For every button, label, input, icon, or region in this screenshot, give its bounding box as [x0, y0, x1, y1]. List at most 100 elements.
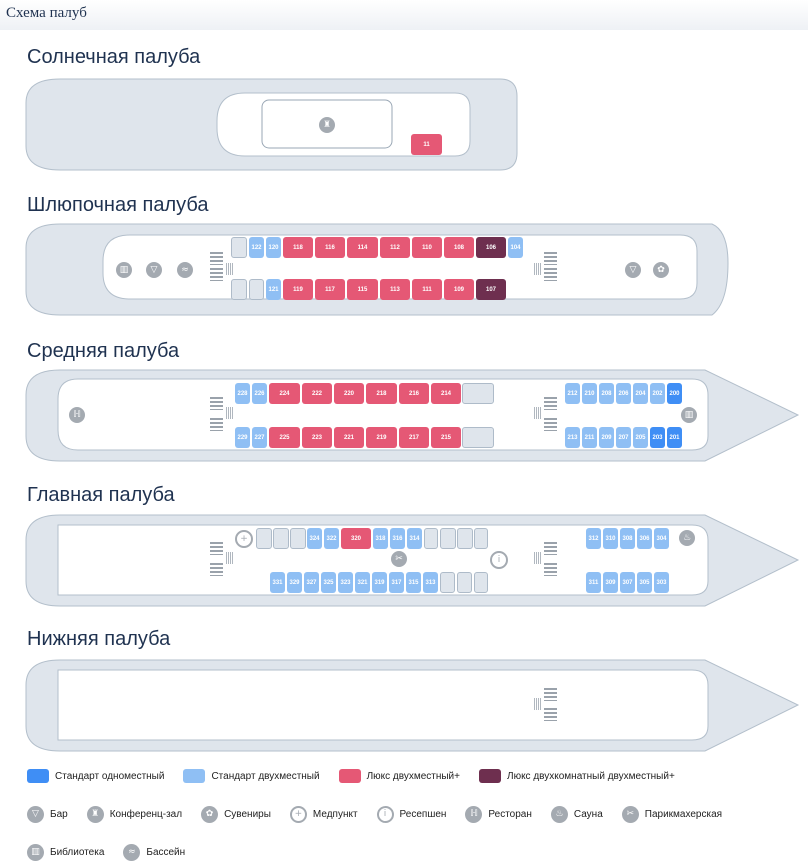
cabin-316[interactable]: 316 [390, 528, 405, 549]
cabin-216[interactable]: 216 [399, 383, 429, 404]
cabin-331[interactable]: 331 [270, 572, 285, 593]
cabin-202[interactable]: 202 [650, 383, 665, 404]
sauna-icon[interactable]: ♨ [679, 530, 695, 546]
cabin-211[interactable]: 211 [582, 427, 597, 448]
cabin-217[interactable]: 217 [399, 427, 429, 448]
cabin-312[interactable]: 312 [586, 528, 601, 549]
cabin-314[interactable]: 314 [407, 528, 422, 549]
cabin-121[interactable]: 121 [266, 279, 281, 300]
cabin-213[interactable]: 213 [565, 427, 580, 448]
legend-categories: Стандарт одноместный Стандарт двухместны… [27, 769, 694, 783]
cabin-329[interactable]: 329 [287, 572, 302, 593]
stairs-icon [210, 418, 223, 431]
cabin-319[interactable]: 319 [372, 572, 387, 593]
cabin-106[interactable]: 106 [476, 237, 506, 258]
cabin-303[interactable]: 303 [654, 572, 669, 593]
pool-icon[interactable]: ≈ [177, 262, 193, 278]
cabin-308[interactable]: 308 [620, 528, 635, 549]
cabin-221[interactable]: 221 [334, 427, 364, 448]
cabin-325[interactable]: 325 [321, 572, 336, 593]
cabin-209[interactable]: 209 [599, 427, 614, 448]
cabin-200[interactable]: 200 [667, 383, 682, 404]
cabin-116[interactable]: 116 [315, 237, 345, 258]
barber-icon[interactable]: ✂ [391, 551, 407, 567]
legend-label: Конференц-зал [109, 809, 183, 820]
legend-swatch-lux-2room [479, 769, 501, 783]
cabin-207[interactable]: 207 [616, 427, 631, 448]
cabin-317[interactable]: 317 [389, 572, 404, 593]
cabin-119[interactable]: 119 [283, 279, 313, 300]
cabin-320[interactable]: 320 [341, 528, 371, 549]
cabin-307[interactable]: 307 [620, 572, 635, 593]
bar-icon[interactable]: ▽ [146, 262, 162, 278]
cabin-215[interactable]: 215 [431, 427, 461, 448]
cabin-310[interactable]: 310 [603, 528, 618, 549]
lower-deck-hull [25, 659, 800, 752]
cabin-212[interactable]: 212 [565, 383, 580, 404]
cabin-208[interactable]: 208 [599, 383, 614, 404]
cabin-113[interactable]: 113 [380, 279, 410, 300]
cabin-218[interactable]: 218 [366, 383, 397, 404]
cabin-117[interactable]: 117 [315, 279, 345, 300]
cabin-214[interactable]: 214 [431, 383, 461, 404]
cabin-315[interactable]: 315 [406, 572, 421, 593]
cabin-205[interactable]: 205 [633, 427, 648, 448]
cabin-220[interactable]: 220 [334, 383, 364, 404]
cabin-309[interactable]: 309 [603, 572, 618, 593]
deck-title-middle: Средняя палуба [27, 340, 180, 362]
cabin-206[interactable]: 206 [616, 383, 631, 404]
reception-icon[interactable]: i [490, 551, 508, 569]
cabin-323[interactable]: 323 [338, 572, 353, 593]
stairs-icon [544, 397, 557, 410]
cabin-306[interactable]: 306 [637, 528, 652, 549]
deck-title-main: Главная палуба [27, 484, 175, 506]
cabin-222[interactable]: 222 [302, 383, 332, 404]
cabin-304[interactable]: 304 [654, 528, 669, 549]
cabin-111[interactable]: 111 [412, 279, 442, 300]
cabin-327[interactable]: 327 [304, 572, 319, 593]
cabin-313[interactable]: 313 [423, 572, 438, 593]
cabin-210[interactable]: 210 [582, 383, 597, 404]
cabin-227[interactable]: 227 [252, 427, 267, 448]
medical-icon[interactable]: + [235, 530, 253, 548]
cabin-305[interactable]: 305 [637, 572, 652, 593]
cabin-228[interactable]: 228 [235, 383, 250, 404]
stairs-icon [210, 542, 223, 555]
cabin-229[interactable]: 229 [235, 427, 250, 448]
cabin-226[interactable]: 226 [252, 383, 267, 404]
bar-icon[interactable]: ▽ [625, 262, 641, 278]
cabin-107[interactable]: 107 [476, 279, 506, 300]
souvenir-icon[interactable]: ✿ [653, 262, 669, 278]
cabin-118[interactable]: 118 [283, 237, 313, 258]
cabin-219[interactable]: 219 [366, 427, 397, 448]
cabin-104[interactable]: 104 [508, 237, 523, 258]
cabin-114[interactable]: 114 [347, 237, 378, 258]
legend-label: Люкс двухместный+ [366, 770, 460, 782]
cabin-311[interactable]: 311 [586, 572, 601, 593]
cabin-204[interactable]: 204 [633, 383, 648, 404]
cabin-203[interactable]: 203 [650, 427, 665, 448]
cabin-120[interactable]: 120 [266, 237, 281, 258]
library-icon[interactable]: ▥ [116, 262, 132, 278]
cabin-108[interactable]: 108 [444, 237, 474, 258]
cabin-324[interactable]: 324 [307, 528, 322, 549]
library-icon[interactable]: ▥ [681, 407, 697, 423]
cabin-225[interactable]: 225 [269, 427, 300, 448]
cabin-112[interactable]: 112 [380, 237, 410, 258]
cabin-201[interactable]: 201 [667, 427, 682, 448]
cabin-322[interactable]: 322 [324, 528, 339, 549]
cabin-318[interactable]: 318 [373, 528, 388, 549]
conference-icon[interactable]: ♜ [319, 117, 335, 133]
cabin-223[interactable]: 223 [302, 427, 332, 448]
cabin-115[interactable]: 115 [347, 279, 378, 300]
restaurant-icon[interactable]: ℍ [69, 407, 85, 423]
cabin-109[interactable]: 109 [444, 279, 474, 300]
cabin-224[interactable]: 224 [269, 383, 300, 404]
legend-swatch-single [27, 769, 49, 783]
legend-facilities-row1: ▽Бар ♜Конференц-зал ✿Сувениры +Медпункт … [27, 806, 741, 823]
cabin-11[interactable]: 11 [411, 134, 442, 155]
cabin-122[interactable]: 122 [249, 237, 264, 258]
cabin-321[interactable]: 321 [355, 572, 370, 593]
cabin-empty [474, 572, 488, 593]
cabin-110[interactable]: 110 [412, 237, 442, 258]
